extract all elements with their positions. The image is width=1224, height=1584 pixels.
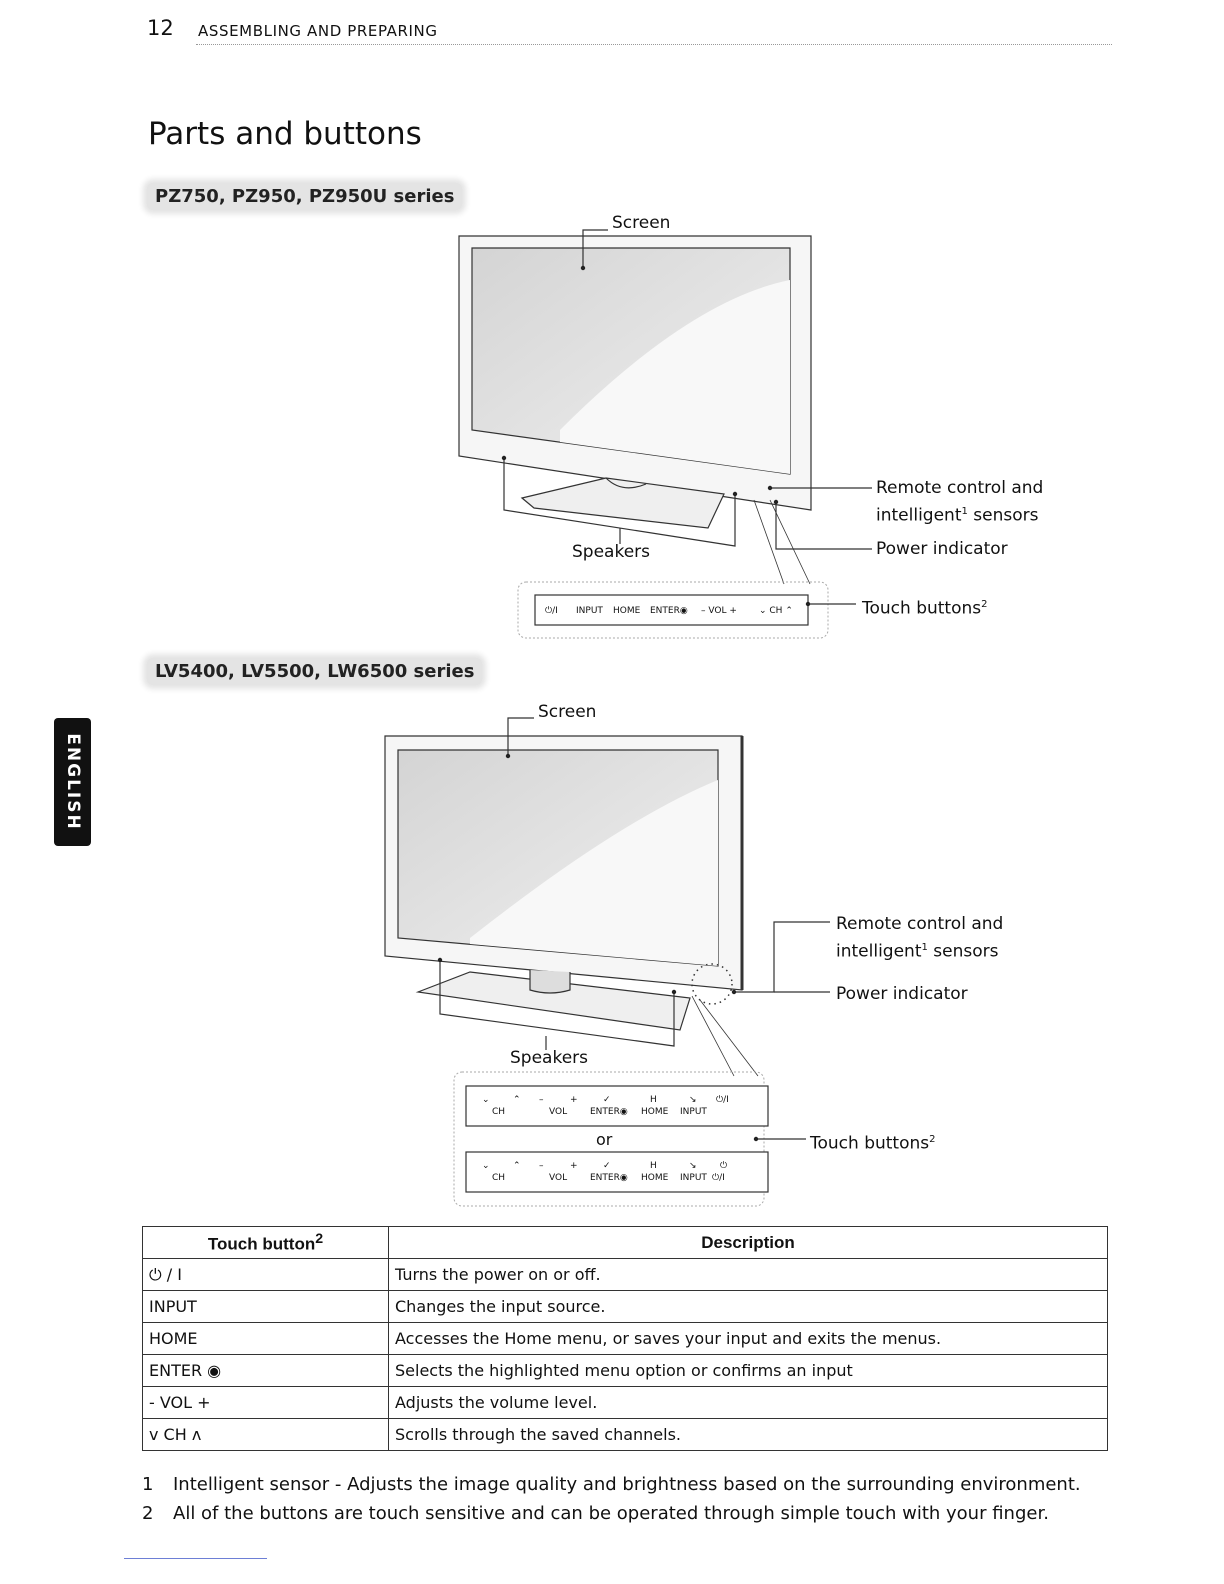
strip-b-vol-up[interactable]: + bbox=[570, 1161, 578, 1171]
tv-diagrams bbox=[384, 229, 872, 1207]
strip-pz-vol[interactable]: – VOL + bbox=[701, 606, 737, 616]
page-title: Parts and buttons bbox=[148, 116, 422, 152]
series-label-pz: PZ750, PZ950, PZ950U series bbox=[147, 183, 463, 210]
strip-a-ch-up[interactable]: ⌃ bbox=[513, 1095, 521, 1105]
strip-a-ch-label: CH bbox=[492, 1107, 506, 1117]
touch-strip-lv-a bbox=[465, 1085, 769, 1127]
col-description: Description bbox=[388, 1226, 1108, 1259]
strip-b-ch-label: CH bbox=[492, 1173, 506, 1183]
table-row: ENTER ◉ Selects the highlighted menu opt… bbox=[142, 1354, 1108, 1387]
strip-b-vol-label: VOL bbox=[549, 1173, 568, 1183]
touch-strip-lv-b bbox=[465, 1151, 769, 1193]
section-name: ASSEMBLING AND PREPARING bbox=[198, 22, 438, 40]
strip-pz-enter[interactable]: ENTER◉ bbox=[650, 606, 688, 616]
strip-b-ch-down[interactable]: ⌄ bbox=[482, 1161, 490, 1171]
language-tab: ENGLISH bbox=[54, 718, 91, 846]
series-label-lv: LV5400, LV5500, LW6500 series bbox=[147, 658, 483, 685]
header-rule bbox=[196, 44, 1112, 45]
table-cell-button: v CH ʌ bbox=[142, 1418, 389, 1451]
strip-a-input[interactable]: ↘ bbox=[689, 1095, 697, 1105]
touch-buttons-label-pz: Touch buttons2 bbox=[862, 598, 988, 619]
table-header-row: Touch button2 Description bbox=[142, 1226, 1108, 1259]
footer-rule bbox=[124, 1558, 267, 1559]
table-cell-description: Adjusts the volume level. bbox=[388, 1386, 1108, 1419]
table-cell-description: Turns the power on or off. bbox=[388, 1258, 1108, 1291]
remote-sensor-label-pz: Remote control and intelligent1 sensors bbox=[876, 478, 1044, 526]
power-indicator-dot-pz bbox=[773, 499, 779, 505]
speaker-callout-dot-pz bbox=[501, 455, 507, 461]
strip-a-enter-label: ENTER◉ bbox=[590, 1107, 628, 1117]
screen-callout-dot-pz bbox=[580, 265, 586, 271]
tv-illustration-pz bbox=[458, 235, 812, 585]
screen-label-lv: Screen bbox=[538, 702, 597, 722]
tv-illustration-lv bbox=[384, 735, 759, 1077]
strip-b-enter[interactable]: ✓ bbox=[603, 1161, 611, 1171]
speaker-callout-dot-pz-right bbox=[732, 491, 738, 497]
strip-a-vol-label: VOL bbox=[549, 1107, 568, 1117]
strip-pz-ch[interactable]: ⌄ CH ⌃ bbox=[759, 606, 793, 616]
table-row: HOME Accesses the Home menu, or saves yo… bbox=[142, 1322, 1108, 1355]
table-row: v CH ʌ Scrolls through the saved channel… bbox=[142, 1418, 1108, 1451]
strip-b-power-label: ⏻/I bbox=[712, 1173, 725, 1183]
power-indicator-label-lv: Power indicator bbox=[836, 984, 968, 1004]
remote-sensor-dot-pz bbox=[767, 485, 773, 491]
table-row: ⏻ / I Turns the power on or off. bbox=[142, 1258, 1108, 1291]
strip-a-vol-up[interactable]: + bbox=[570, 1095, 578, 1105]
strip-b-input[interactable]: ↘ bbox=[689, 1161, 697, 1171]
strip-a-input-label: INPUT bbox=[680, 1107, 707, 1117]
strip-a-ch-down[interactable]: ⌄ bbox=[482, 1095, 490, 1105]
table-row: INPUT Changes the input source. bbox=[142, 1290, 1108, 1323]
screen-label-pz: Screen bbox=[612, 213, 671, 233]
table-cell-button: ⏻ / I bbox=[142, 1258, 389, 1291]
speakers-label-lv: Speakers bbox=[510, 1048, 589, 1068]
strip-pz-power[interactable]: ⏻/I bbox=[545, 606, 558, 616]
table-row: - VOL + Adjusts the volume level. bbox=[142, 1386, 1108, 1419]
sensor-location-marker bbox=[691, 963, 733, 1005]
touch-panel-pz bbox=[517, 581, 829, 639]
col-touch-button: Touch button2 bbox=[142, 1226, 389, 1259]
remote-sensor-label-lv: Remote control and intelligent1 sensors bbox=[836, 914, 1004, 962]
table-cell-button: ENTER ◉ bbox=[142, 1354, 389, 1387]
strip-a-power[interactable]: ⏻/I bbox=[716, 1095, 729, 1105]
table-cell-button: HOME bbox=[142, 1322, 389, 1355]
touch-strip-pz bbox=[534, 594, 809, 626]
strip-a-home-label: HOME bbox=[641, 1107, 669, 1117]
table-cell-description: Changes the input source. bbox=[388, 1290, 1108, 1323]
speakers-label-pz: Speakers bbox=[572, 542, 651, 562]
table-cell-description: Selects the highlighted menu option or c… bbox=[388, 1354, 1108, 1387]
strip-b-ch-up[interactable]: ⌃ bbox=[513, 1161, 521, 1171]
touch-button-table: Touch button2 Description ⏻ / I Turns th… bbox=[142, 1226, 1108, 1451]
strip-a-enter[interactable]: ✓ bbox=[603, 1095, 611, 1105]
strip-b-power[interactable]: ⏻ bbox=[720, 1161, 728, 1171]
strip-pz-input[interactable]: INPUT bbox=[576, 606, 603, 616]
strip-b-enter-label: ENTER◉ bbox=[590, 1173, 628, 1183]
table-cell-description: Scrolls through the saved channels. bbox=[388, 1418, 1108, 1451]
table-cell-button: - VOL + bbox=[142, 1386, 389, 1419]
touch-buttons-label-lv: Touch buttons2 bbox=[810, 1133, 936, 1154]
table-cell-button: INPUT bbox=[142, 1290, 389, 1323]
strip-b-home[interactable]: H bbox=[650, 1161, 657, 1171]
strip-b-vol-down[interactable]: – bbox=[539, 1161, 544, 1171]
strip-a-vol-down[interactable]: – bbox=[539, 1095, 544, 1105]
strip-a-home[interactable]: H bbox=[650, 1095, 657, 1105]
strip-b-input-label: INPUT bbox=[680, 1173, 707, 1183]
page-number: 12 bbox=[147, 16, 174, 40]
strip-pz-home[interactable]: HOME bbox=[613, 606, 641, 616]
power-indicator-label-pz: Power indicator bbox=[876, 539, 1008, 559]
strip-b-home-label: HOME bbox=[641, 1173, 669, 1183]
or-separator: or bbox=[596, 1130, 613, 1149]
table-cell-description: Accesses the Home menu, or saves your in… bbox=[388, 1322, 1108, 1355]
